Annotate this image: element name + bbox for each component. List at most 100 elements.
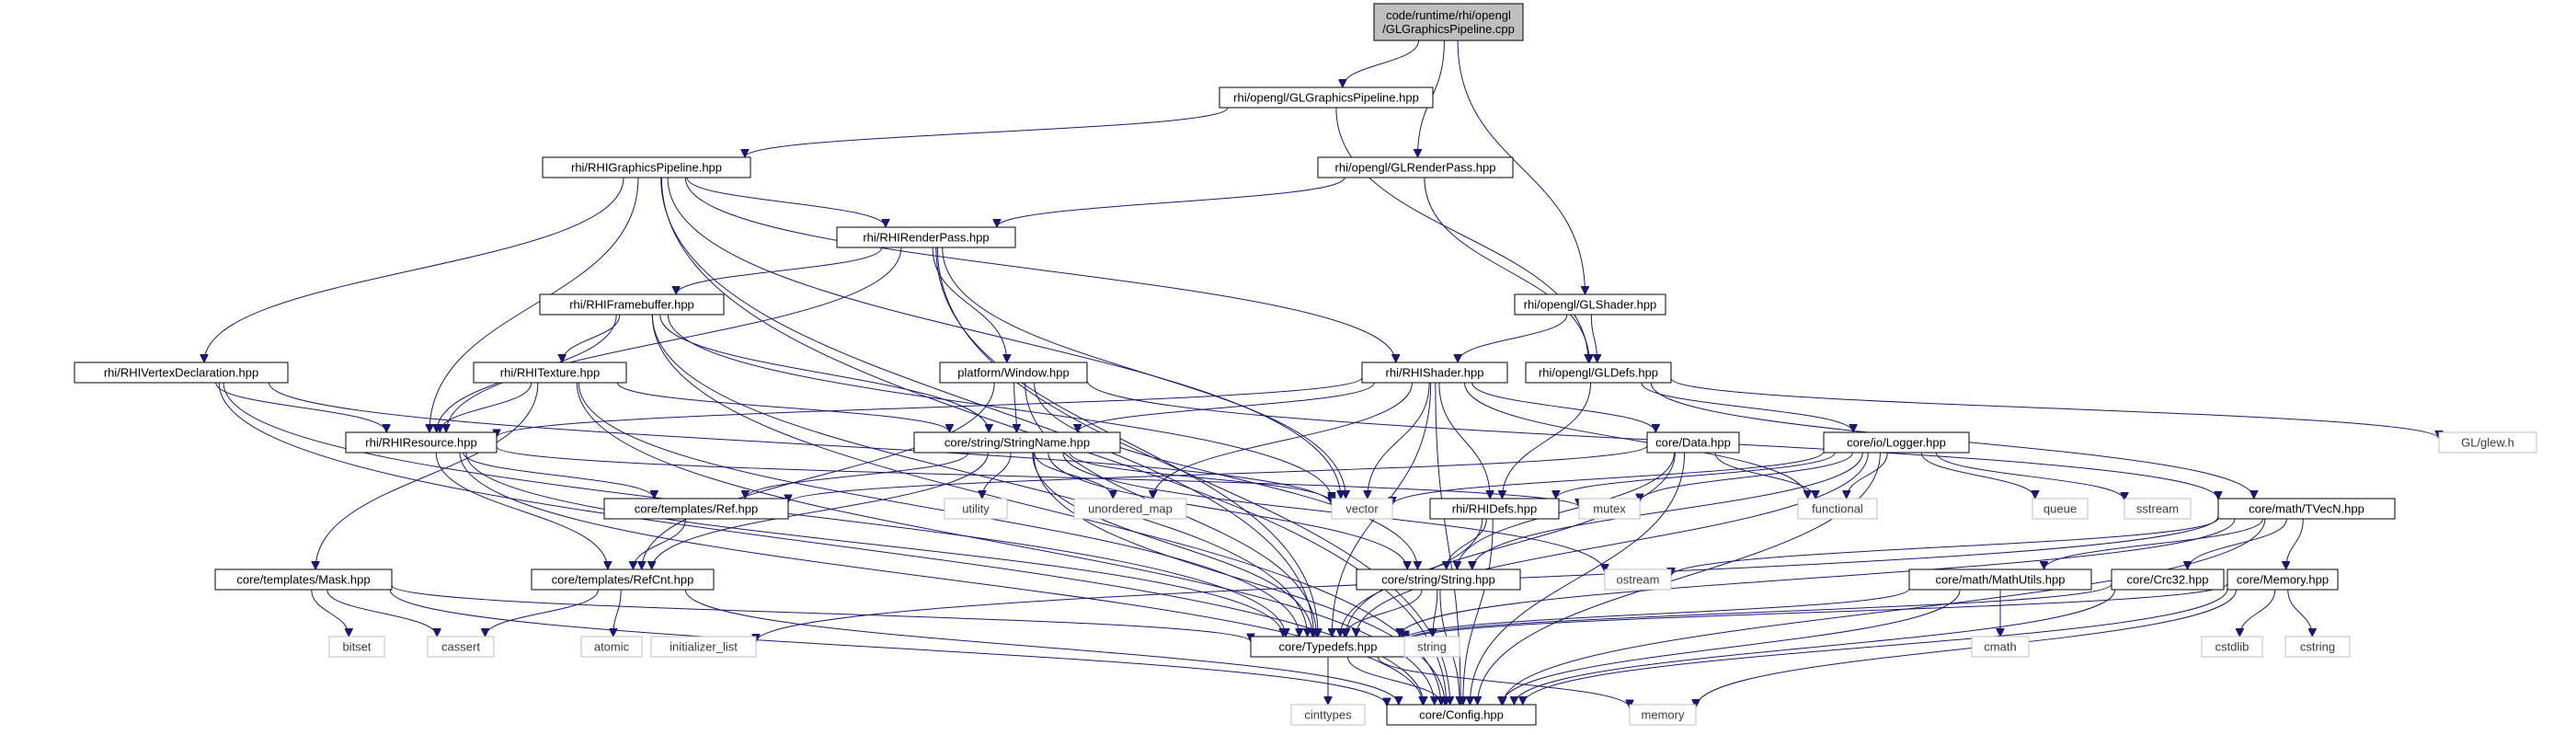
node-label: sstream bbox=[2136, 502, 2179, 516]
edge-gl_renderpass-to-gl_defs bbox=[1424, 177, 1589, 362]
node-gl-renderpass[interactable]: rhi/opengl/GLRenderPass.hpp bbox=[1317, 156, 1514, 178]
node-label: utility bbox=[962, 502, 990, 516]
node-platform-window[interactable]: platform/Window.hpp bbox=[939, 362, 1088, 384]
edge-string_name-to-unordered_map bbox=[1034, 452, 1113, 500]
node-string[interactable]: string bbox=[1403, 636, 1460, 658]
edge-rhi_texture-to-rhi_resource bbox=[440, 382, 532, 433]
node-label: string bbox=[1417, 640, 1447, 654]
edge-gl_shader-to-gl_defs bbox=[1590, 314, 1597, 362]
node-label: mutex bbox=[1593, 502, 1626, 516]
node-mathutils[interactable]: core/math/MathUtils.hpp bbox=[1908, 568, 2092, 591]
node-tvecn[interactable]: core/math/TVecN.hpp bbox=[2217, 498, 2396, 520]
node-label: cmath bbox=[1984, 640, 2016, 654]
node-box bbox=[1290, 704, 1366, 726]
node-box bbox=[1629, 704, 1697, 726]
edge-mathutils-to-typedefs bbox=[1405, 588, 1910, 640]
node-box bbox=[1971, 636, 2030, 658]
node-label: functional bbox=[1812, 502, 1863, 516]
node-logger[interactable]: core/io/Logger.hpp bbox=[1823, 431, 1970, 454]
node-rhi-framebuffer[interactable]: rhi/RHIFramebuffer.hpp bbox=[539, 293, 725, 316]
node-bitset[interactable]: bitset bbox=[328, 636, 385, 658]
node-label: rhi/RHIFramebuffer.hpp bbox=[569, 298, 694, 312]
edge-rhi_vertexdecl-to-vector bbox=[268, 382, 1332, 505]
node-label: rhi/opengl/GLGraphicsPipeline.hpp bbox=[1233, 91, 1419, 105]
edge-mask-to-cassert bbox=[326, 589, 437, 637]
node-atomic[interactable]: atomic bbox=[580, 636, 643, 658]
node-cstdlib[interactable]: cstdlib bbox=[2201, 636, 2263, 658]
edge-rhi_vertexdecl-to-rhi_resource bbox=[215, 382, 386, 433]
node-rhi-vertexdecl[interactable]: rhi/RHIVertexDeclaration.hpp bbox=[74, 362, 289, 384]
node-label: platform/Window.hpp bbox=[957, 366, 1069, 380]
node-rhi-texture[interactable]: rhi/RHITexture.hpp bbox=[473, 362, 627, 384]
node-string-hpp[interactable]: core/string/String.hpp bbox=[1356, 568, 1521, 591]
edge-refcnt-to-cassert bbox=[486, 589, 599, 637]
node-gl-defs[interactable]: rhi/opengl/GLDefs.hpp bbox=[1525, 362, 1672, 384]
node-box bbox=[1356, 568, 1521, 591]
edge-core_data-to-config bbox=[1470, 452, 1686, 705]
node-memory[interactable]: memory bbox=[1629, 704, 1697, 726]
node-functional[interactable]: functional bbox=[1797, 498, 1878, 520]
node-queue[interactable]: queue bbox=[2032, 498, 2089, 520]
node-box bbox=[2124, 498, 2192, 520]
node-box bbox=[580, 636, 643, 658]
edge-rhi_renderpass-to-vector bbox=[942, 247, 1346, 499]
edge-rhi_resource-to-typedefs bbox=[465, 452, 1283, 637]
node-box bbox=[2227, 568, 2339, 591]
edge-tvecn-to-config bbox=[1503, 518, 2266, 705]
node-label: core/Data.hpp bbox=[1655, 436, 1731, 450]
node-rhi-shader[interactable]: rhi/RHIShader.hpp bbox=[1361, 362, 1508, 384]
node-label: rhi/opengl/GLDefs.hpp bbox=[1539, 366, 1658, 380]
edge-rhi_texture-to-string_name bbox=[617, 382, 950, 433]
node-mutex[interactable]: mutex bbox=[1578, 498, 1641, 520]
edge-rhi_pipeline-to-rhi_resource bbox=[429, 177, 639, 432]
node-rhi-pipeline[interactable]: rhi/RHIGraphicsPipeline.hpp bbox=[542, 156, 751, 178]
node-box bbox=[1823, 431, 1970, 454]
edge-root-to-gl_shader bbox=[1457, 40, 1585, 294]
node-cstring[interactable]: cstring bbox=[2284, 636, 2351, 658]
node-rhi-renderpass[interactable]: rhi/RHIRenderPass.hpp bbox=[836, 226, 1016, 248]
node-gl-shader[interactable]: rhi/opengl/GLShader.hpp bbox=[1514, 293, 1666, 316]
node-cassert[interactable]: cassert bbox=[427, 636, 495, 658]
node-initializer-list[interactable]: initializer_list bbox=[650, 636, 757, 658]
node-core-data[interactable]: core/Data.hpp bbox=[1646, 431, 1740, 454]
node-label: rhi/RHIVertexDeclaration.hpp bbox=[104, 366, 258, 380]
edge-memory_hpp-to-typedefs bbox=[1405, 582, 2228, 642]
node-box bbox=[1373, 3, 1524, 41]
node-cinttypes[interactable]: cinttypes bbox=[1290, 704, 1366, 726]
node-rhi-defs[interactable]: rhi/RHIDefs.hpp bbox=[1429, 498, 1560, 520]
node-string-name[interactable]: core/string/StringName.hpp bbox=[913, 431, 1121, 454]
node-label: /GLGraphicsPipeline.cpp bbox=[1382, 22, 1515, 36]
node-memory-hpp[interactable]: core/Memory.hpp bbox=[2227, 568, 2339, 591]
node-ref[interactable]: core/templates/Ref.hpp bbox=[603, 498, 789, 520]
node-gl-pipeline-hpp[interactable]: rhi/opengl/GLGraphicsPipeline.hpp bbox=[1219, 86, 1434, 109]
node-label: cinttypes bbox=[1304, 708, 1352, 722]
node-label: rhi/RHITexture.hpp bbox=[500, 366, 600, 380]
node-sstream[interactable]: sstream bbox=[2124, 498, 2192, 520]
node-rhi-resource[interactable]: rhi/RHIResource.hpp bbox=[345, 431, 498, 454]
node-box bbox=[1403, 636, 1460, 658]
edge-rhi_texture-to-mask bbox=[315, 382, 539, 569]
node-cmath[interactable]: cmath bbox=[1971, 636, 2030, 658]
edge-core_data-to-string_hpp bbox=[1457, 452, 1676, 569]
edge-logger-to-mutex bbox=[1640, 452, 1853, 502]
node-unordered-map[interactable]: unordered_map bbox=[1073, 498, 1187, 520]
edge-core_data-to-typedefs bbox=[1346, 452, 1676, 637]
edge-rhi_shader-to-rhi_defs bbox=[1438, 382, 1490, 499]
node-vector[interactable]: vector bbox=[1331, 498, 1393, 520]
node-config[interactable]: core/Config.hpp bbox=[1386, 704, 1537, 726]
node-root[interactable]: code/runtime/rhi/opengl/GLGraphicsPipeli… bbox=[1373, 3, 1524, 41]
node-refcnt[interactable]: core/templates/RefCnt.hpp bbox=[531, 568, 715, 591]
node-label: cstdlib bbox=[2215, 640, 2250, 654]
node-box bbox=[74, 362, 289, 384]
node-crc32[interactable]: core/Crc32.hpp bbox=[2111, 568, 2225, 591]
node-ostream[interactable]: ostream bbox=[1604, 568, 1672, 591]
node-mask[interactable]: core/templates/Mask.hpp bbox=[214, 568, 393, 591]
edge-memory_hpp-to-config bbox=[1523, 588, 2228, 705]
node-label: core/templates/RefCnt.hpp bbox=[552, 573, 694, 587]
edge-gl_renderpass-to-rhi_renderpass bbox=[997, 177, 1345, 228]
edge-tvecn-to-ostream bbox=[1671, 517, 2219, 577]
node-typedefs[interactable]: core/Typedefs.hpp bbox=[1250, 636, 1406, 658]
node-glew[interactable]: GL/glew.h bbox=[2438, 431, 2537, 454]
node-utility[interactable]: utility bbox=[944, 498, 1008, 520]
